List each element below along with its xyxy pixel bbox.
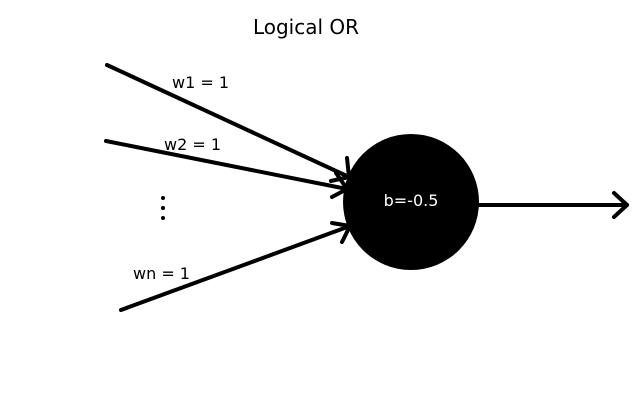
ellipsis-dots: [161, 196, 165, 220]
weight-label-1: w1 = 1: [172, 73, 229, 92]
weight-label-n: wn = 1: [133, 264, 190, 283]
input-edge-2: [104, 139, 349, 199]
neuron-node: [343, 134, 479, 270]
arrowhead-icon: [612, 191, 629, 219]
bias-label: b=-0.5: [384, 191, 439, 210]
weight-label-2: w2 = 1: [164, 135, 221, 154]
output-edge: [477, 191, 629, 219]
diagram-title: Logical OR: [253, 15, 359, 39]
